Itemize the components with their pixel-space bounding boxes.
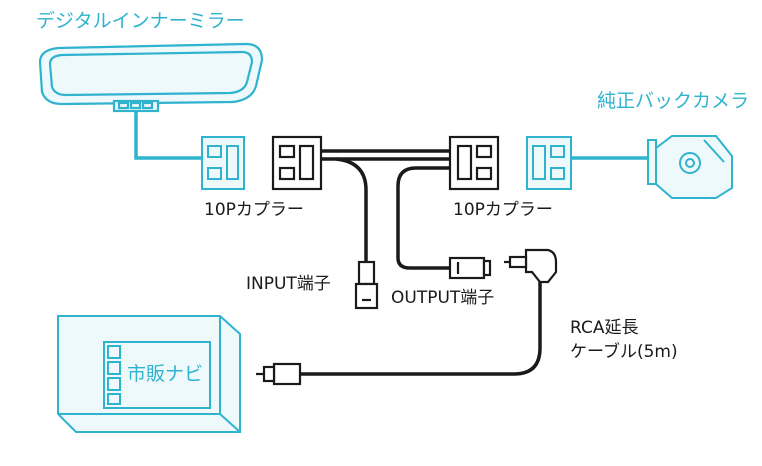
output-label: OUTPUT端子 [391, 288, 495, 308]
mirror-label: デジタルインナーミラー [36, 10, 245, 32]
navi-label: 市販ナビ [127, 363, 204, 385]
camera-label: 純正バックカメラ [597, 90, 750, 112]
input-label: INPUT端子 [246, 274, 331, 294]
mirror-side-coupler [201, 136, 245, 190]
right-10p-coupler [448, 135, 500, 191]
left-coupler-label: 10Pカプラー [204, 200, 304, 220]
right-coupler-label: 10Pカプラー [453, 200, 553, 220]
camera-side-coupler [526, 136, 572, 190]
output-rca-jack [448, 256, 492, 280]
back-camera-illustration [647, 135, 733, 199]
rca-label-line2: ケーブル(5m) [570, 342, 678, 362]
input-plug [354, 260, 379, 310]
rca-label-line1: RCA延長 [570, 318, 639, 338]
mirror-cable [134, 111, 202, 160]
harness-wires [321, 149, 450, 270]
digital-inner-mirror [38, 42, 264, 113]
navigation-unit [57, 315, 241, 433]
left-10p-coupler [271, 135, 323, 191]
rca-extension-cable [256, 248, 558, 386]
